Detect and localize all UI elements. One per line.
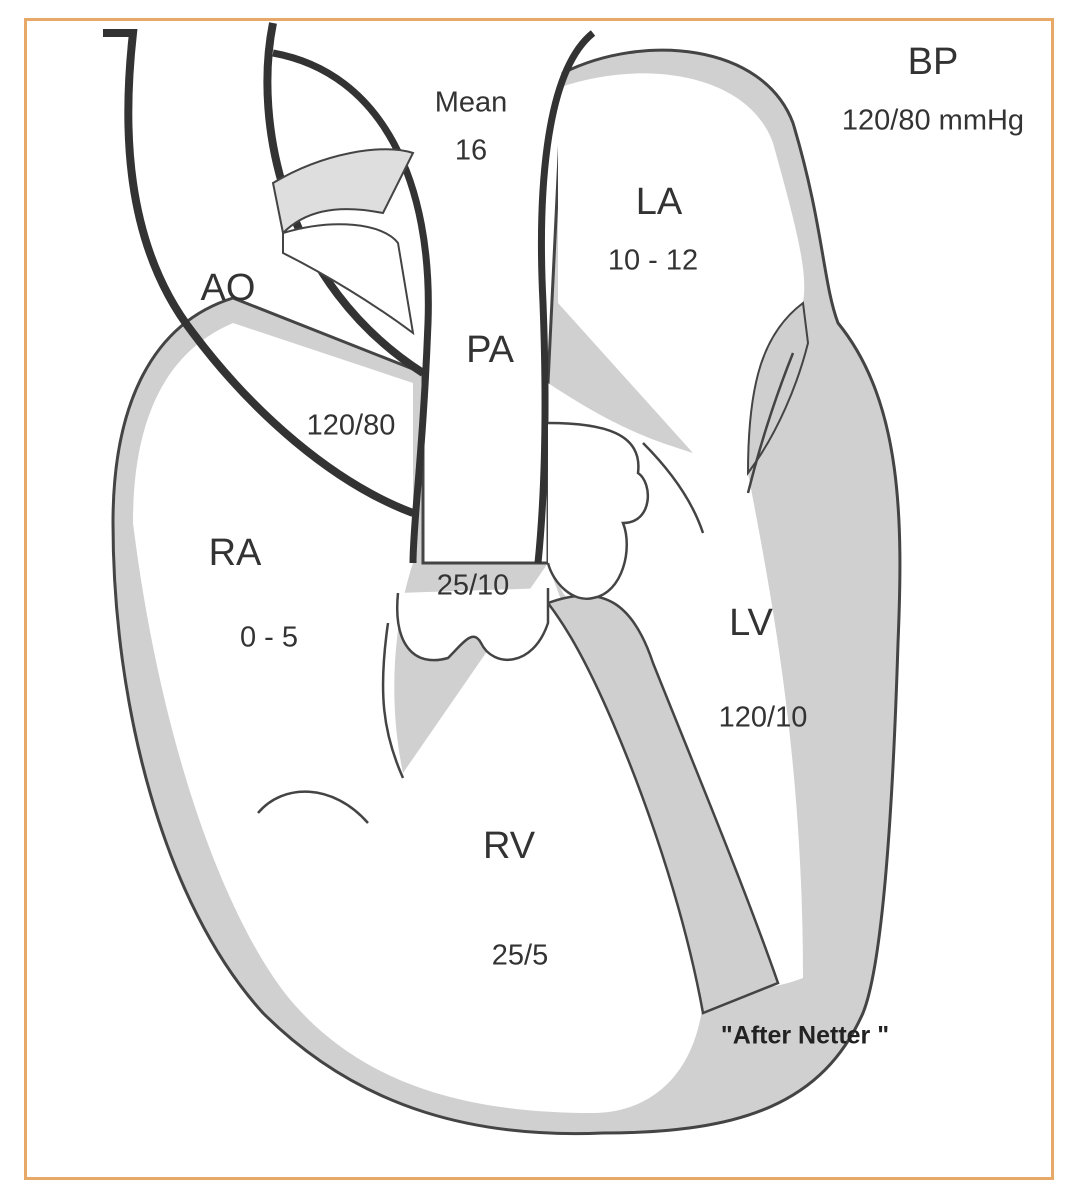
rv-value: 25/5 xyxy=(491,939,549,972)
pa-trunk-right xyxy=(534,30,596,564)
ra-value: 0 - 5 xyxy=(239,621,299,654)
pa-mean-label: Mean xyxy=(434,86,508,119)
heart-diagram xyxy=(103,22,902,1136)
pa-value: 25/10 xyxy=(436,569,510,602)
tricuspid-leaflet xyxy=(257,790,369,824)
lv-wall-bulge xyxy=(746,301,810,477)
mitral-leaflet-2 xyxy=(746,352,795,494)
lv-label: LV xyxy=(729,602,773,645)
left-chambers-cavity xyxy=(548,73,805,988)
pulmonary-branch-lower xyxy=(282,223,415,336)
credit-text: "After Netter " xyxy=(720,1021,890,1050)
pa-label: PA xyxy=(466,329,514,372)
pa-mean-value: 16 xyxy=(454,134,488,167)
rv-label: RV xyxy=(482,825,536,868)
aorta-outer xyxy=(103,29,415,517)
diagram-frame: BP 120/80 mmHg Mean 16 LA 10 - 12 AO PA … xyxy=(24,18,1054,1180)
la-label: LA xyxy=(635,181,683,224)
pa-trunk-left xyxy=(272,49,432,564)
septum xyxy=(545,594,780,1015)
ra-label: RA xyxy=(208,532,262,575)
lv-value: 120/10 xyxy=(718,701,808,734)
ao-value: 120/80 xyxy=(306,409,396,442)
bp-value: 120/80 mmHg xyxy=(841,104,1025,137)
bp-title: BP xyxy=(907,41,959,84)
aortic-valve xyxy=(546,421,650,601)
la-value: 10 - 12 xyxy=(607,244,699,277)
right-chambers-cavity xyxy=(133,323,703,1113)
pulmonary-valve xyxy=(395,588,550,662)
pulmonary-branch xyxy=(271,148,415,236)
mitral-leaflet xyxy=(642,442,705,534)
ao-label: AO xyxy=(200,267,256,310)
tricuspid-chord xyxy=(381,622,405,779)
